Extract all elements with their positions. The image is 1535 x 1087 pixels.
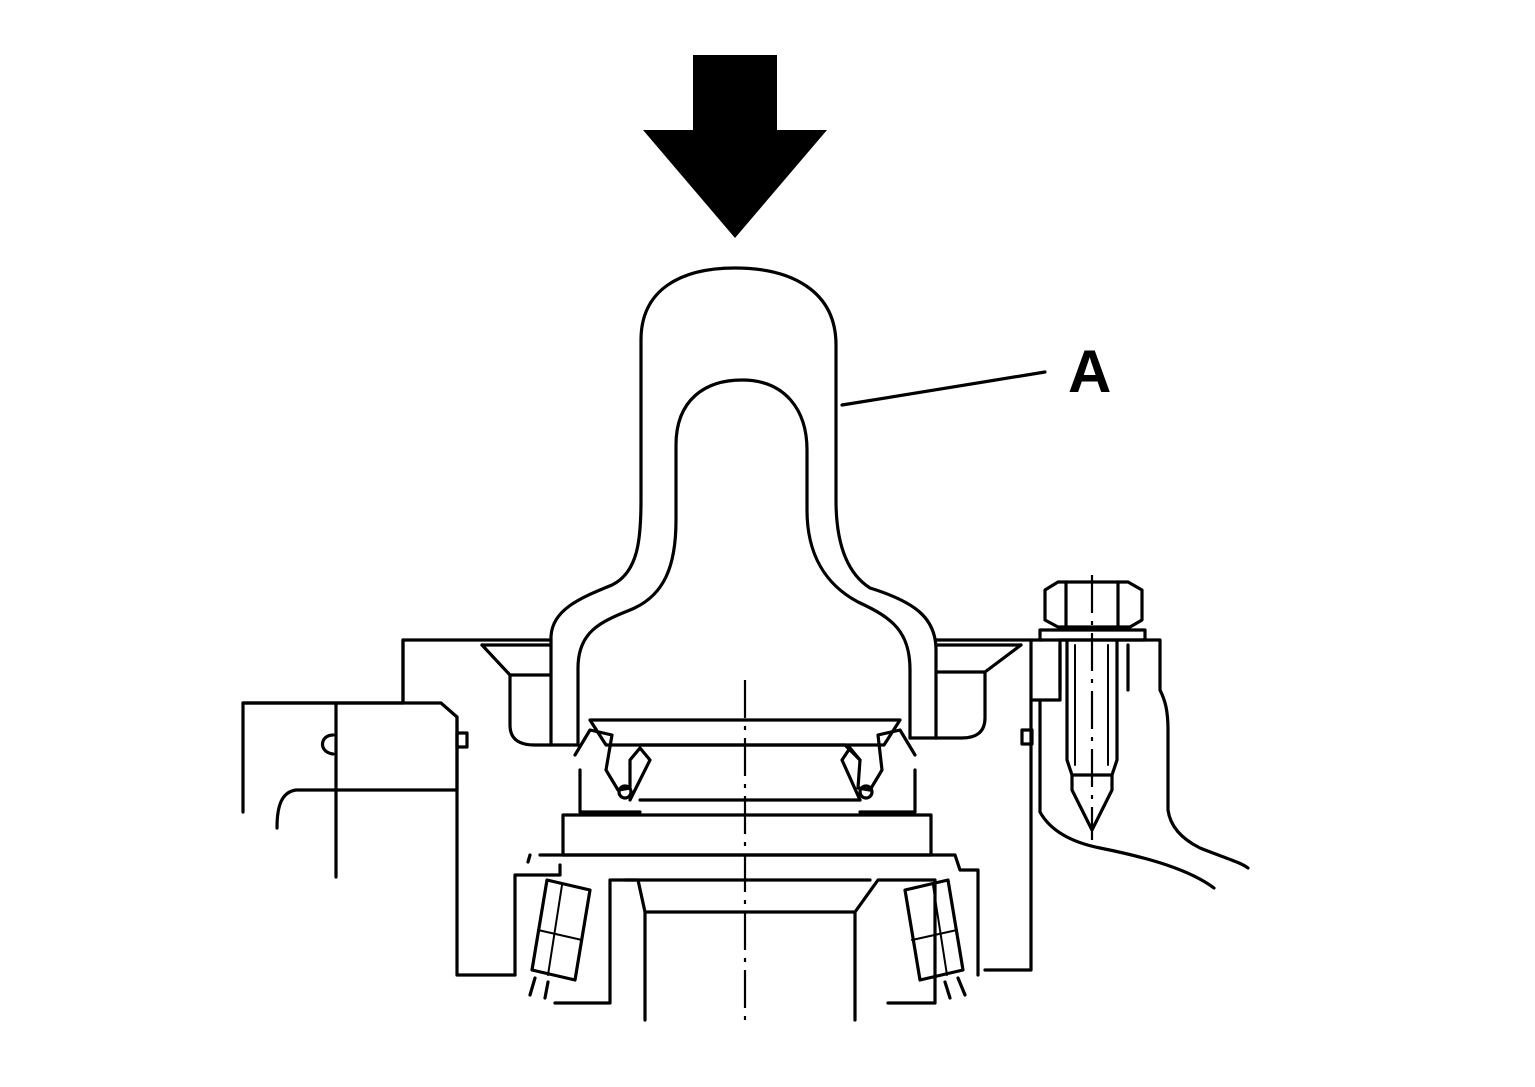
tool-outer-contour <box>549 266 938 747</box>
mounting-bolt <box>1038 575 1147 840</box>
callout-leader-line <box>840 370 1047 407</box>
installer-tool-a <box>549 266 938 747</box>
knuckle-housing <box>241 638 1250 977</box>
press-direction-arrow-icon <box>643 55 827 238</box>
tool-inner-contour <box>576 378 912 747</box>
callout-label-a: A <box>1068 338 1111 405</box>
hub-bearing <box>513 813 980 1022</box>
oil-seal <box>573 718 917 814</box>
